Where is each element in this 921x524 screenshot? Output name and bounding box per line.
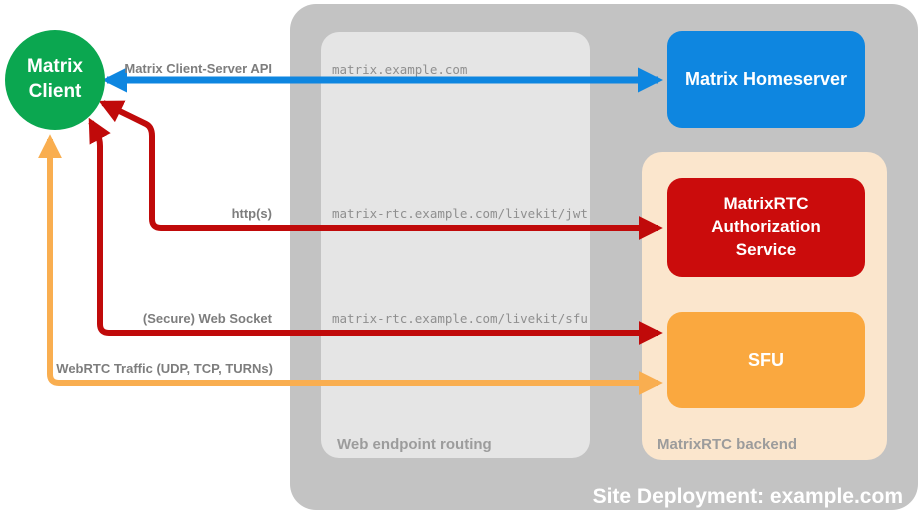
endpoint-matrix-domain: matrix.example.com [332,62,468,77]
matrix-client-node: Matrix Client [5,30,105,130]
matrix-homeserver-node: Matrix Homeserver [667,31,865,128]
matrixrtc-auth-service-label: MatrixRTC Authorization Service [711,194,821,259]
endpoint-livekit-sfu: matrix-rtc.example.com/livekit/sfu [332,311,588,326]
client-server-api-label: Matrix Client-Server API [124,61,272,76]
sfu-label: SFU [748,349,784,370]
sfu-node: SFU [667,312,865,408]
matrixrtc-backend-label: MatrixRTC backend [657,436,798,453]
https-label: http(s) [231,206,272,221]
websocket-label: (Secure) Web Socket [142,311,272,326]
webrtc-traffic-label: WebRTC Traffic (UDP, TCP, TURNs) [56,361,273,376]
matrix-client-label: Matrix Client [27,56,83,102]
matrix-homeserver-label: Matrix Homeserver [684,69,848,89]
web-endpoint-routing-box [321,32,590,458]
endpoint-livekit-jwt: matrix-rtc.example.com/livekit/jwt [332,206,588,221]
matrixrtc-auth-service-node: MatrixRTC Authorization Service [667,178,865,277]
web-endpoint-routing-label: Web endpoint routing [337,436,492,453]
site-deployment-title: Site Deployment: example.com [592,485,903,508]
